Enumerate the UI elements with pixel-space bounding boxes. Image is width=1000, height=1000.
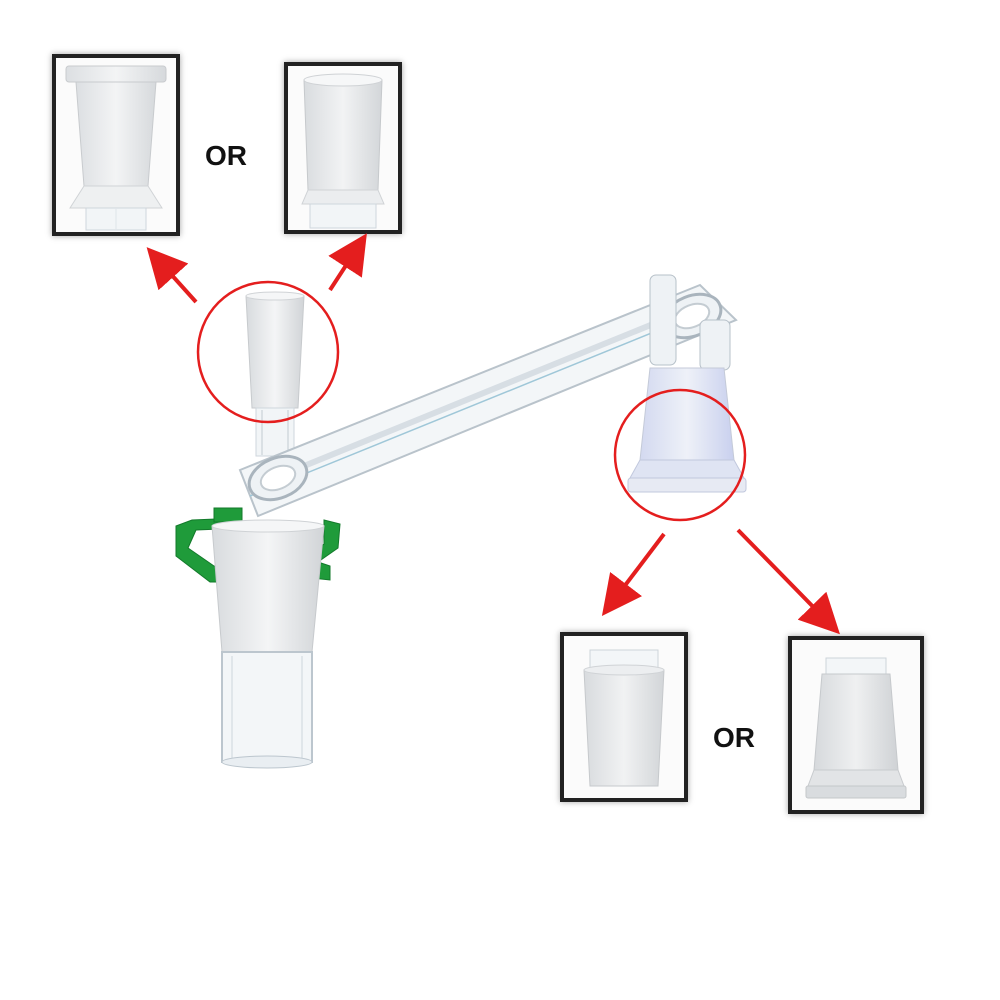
top-highlight-circle: [196, 280, 340, 424]
arm-tube: [238, 283, 738, 518]
bottom-option-frame-right: [788, 636, 924, 814]
top-option-frame-right: [284, 62, 402, 234]
arrow-bottom-right: [736, 528, 840, 635]
bottom-highlight-circle: [613, 388, 747, 522]
top-joint: [245, 291, 305, 457]
top-option-b-icon: [301, 73, 385, 229]
bottom-option-frame-left: [560, 632, 688, 802]
arrow-bottom-left: [601, 532, 666, 616]
right-joint: [627, 274, 747, 493]
bottom-option-b-icon: [805, 657, 907, 799]
bottom-option-a-icon: [583, 649, 665, 787]
bottom-joint: [211, 519, 325, 769]
arrow-top-left: [146, 247, 198, 304]
top-option-a-icon: [65, 65, 167, 231]
arrow-top-right: [328, 233, 367, 292]
top-option-frame-left: [52, 54, 180, 236]
top-or-label: OR: [205, 140, 247, 171]
bottom-or-label: OR: [713, 722, 755, 753]
